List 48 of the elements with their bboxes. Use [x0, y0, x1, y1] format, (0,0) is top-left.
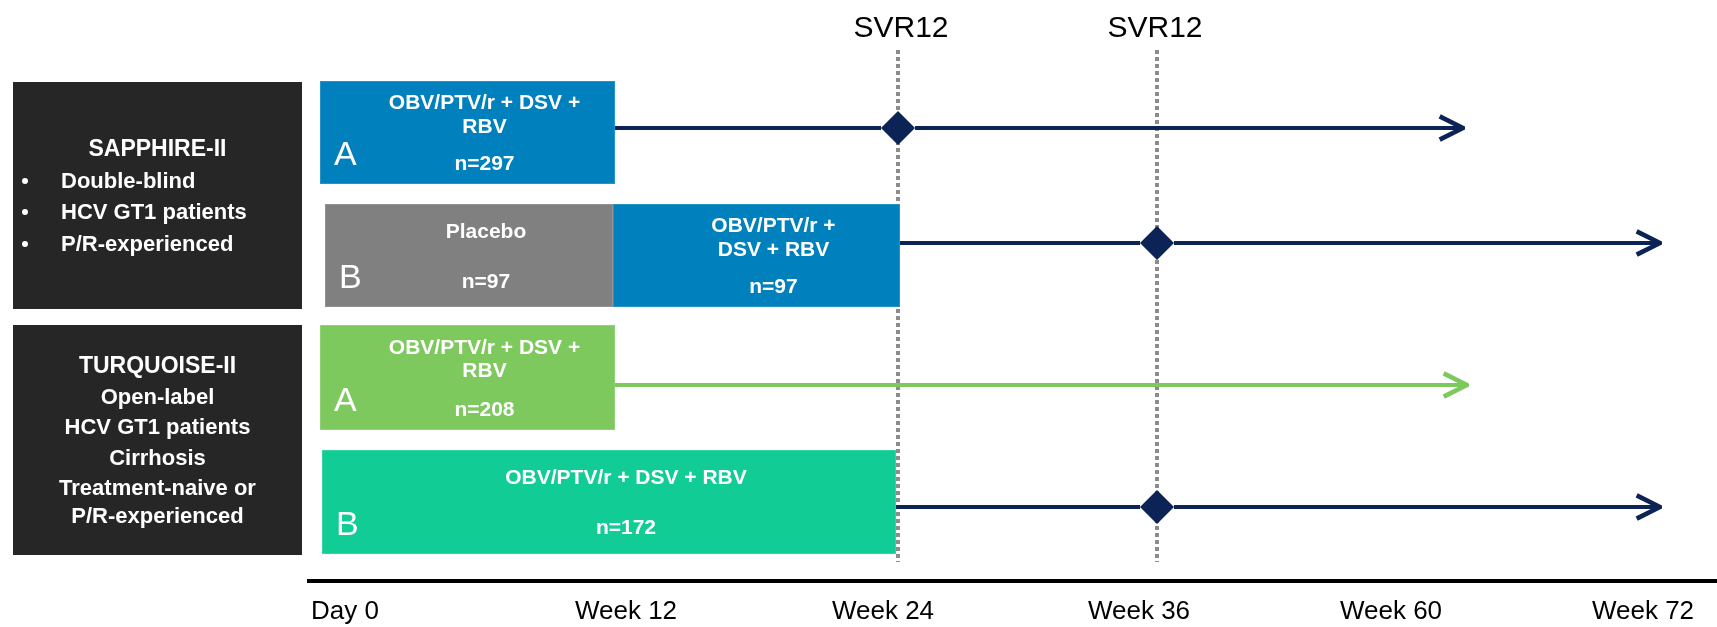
arm-letter: B: [339, 259, 362, 293]
treatment-bar: [322, 450, 896, 554]
bullet-item: HCV GT1 patients: [61, 199, 247, 225]
treatment-bar: [613, 204, 900, 307]
milestone-label: SVR12: [853, 10, 949, 44]
sample-size: n=172: [595, 515, 657, 539]
axis-tick-label: Week 36: [1087, 594, 1191, 626]
milestone-diamond: [1140, 490, 1174, 524]
axis-tick-label: Day 0: [311, 594, 379, 626]
milestone-diamond: [881, 111, 915, 145]
treatment-text: OBV/PTV/r + DSV + RBV: [505, 465, 747, 489]
treatment-bar: [325, 204, 613, 307]
connector-line: [896, 505, 1140, 509]
connector-line: [615, 126, 881, 130]
criteria-text: Cirrhosis: [109, 443, 206, 472]
sample-size: n=97: [749, 274, 798, 298]
sample-size: n=97: [461, 268, 511, 292]
criteria-text: Treatment-naive or P/R-experienced: [58, 474, 257, 530]
sample-size: n=297: [454, 151, 515, 175]
arm-letter: B: [336, 506, 359, 540]
bullet-item: Double-blind: [61, 167, 196, 193]
arrow: [1174, 493, 1663, 521]
arrow: [915, 114, 1466, 142]
milestone-diamond: [1140, 226, 1174, 260]
treatment-text: OBV/PTV/r + DSV + RBV: [387, 334, 582, 382]
axis-tick-label: Week 60: [1339, 594, 1443, 626]
axis-tick-label: Week 12: [574, 594, 678, 626]
sample-size: n=208: [454, 396, 515, 421]
axis-tick-label: Week 72: [1591, 594, 1695, 626]
connector-line: [900, 241, 1140, 245]
treatment-bar: [320, 81, 615, 184]
arm-letter: A: [334, 136, 357, 170]
arrow: [1174, 229, 1663, 257]
treatment-text: OBV/PTV/r + DSV + RBV: [710, 213, 837, 260]
bullet-item: P/R-experienced: [61, 230, 234, 256]
criteria-text: Open-label: [100, 382, 215, 411]
treatment-text: Placebo: [445, 219, 527, 243]
treatment-bar: [320, 325, 615, 430]
arm-letter: A: [334, 382, 357, 416]
study-title: SAPPHIRE-II: [87, 133, 228, 163]
study-panel: [13, 82, 302, 309]
treatment-text: OBV/PTV/r + DSV + RBV: [387, 90, 582, 137]
study-panel: [13, 325, 302, 555]
milestone-label: SVR12: [1107, 10, 1203, 44]
axis-tick-label: Week 24: [831, 594, 935, 626]
criteria-text: HCV GT1 patients: [64, 413, 251, 441]
arrow: [615, 371, 1470, 399]
study-title: TURQUOISE-II: [77, 350, 238, 380]
